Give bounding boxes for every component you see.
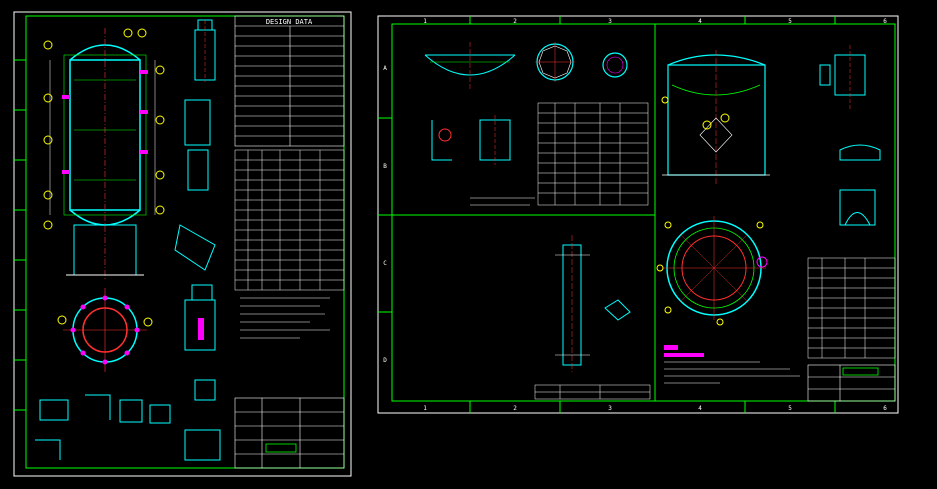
vessel-plan-large bbox=[662, 216, 768, 320]
left-sheet: DESIGN DATA bbox=[13, 11, 352, 477]
zone-col-bottom-6: 6 bbox=[883, 405, 887, 412]
dish-head-section bbox=[424, 42, 516, 90]
nozzle-schedule-table bbox=[234, 149, 345, 291]
zone-col-top-1: 1 bbox=[423, 18, 427, 25]
vessel-plan-view bbox=[57, 288, 153, 372]
weld-detail-marks bbox=[198, 318, 204, 340]
right-title-logo bbox=[842, 367, 879, 376]
left-zone-ticks bbox=[14, 59, 26, 411]
bottom-details bbox=[35, 299, 221, 461]
parts-list-upper bbox=[537, 102, 649, 206]
nozzle-details bbox=[174, 19, 216, 301]
zone-col-top-4: 4 bbox=[698, 18, 702, 25]
zone-labels-top: 1 2 3 4 5 6 bbox=[423, 18, 887, 25]
zone-col-bottom-5: 5 bbox=[788, 405, 792, 412]
zone-labels-rows: A B C D bbox=[383, 65, 387, 364]
parts-list-lower bbox=[807, 257, 896, 359]
design-data-heading-bg bbox=[258, 17, 320, 25]
zone-row-a: A bbox=[383, 65, 387, 72]
zone-col-top-2: 2 bbox=[513, 18, 517, 25]
ring-detail-small bbox=[602, 52, 628, 78]
right-sheet-frame bbox=[391, 23, 896, 402]
zone-col-bottom-4: 4 bbox=[698, 405, 702, 412]
plan-balloons bbox=[656, 221, 764, 326]
design-data-heading: DESIGN DATA bbox=[266, 18, 313, 26]
right-title-block bbox=[807, 364, 896, 402]
nozzle-balloons-left bbox=[43, 28, 165, 230]
design-data-table bbox=[234, 15, 345, 147]
section-balloons bbox=[661, 96, 730, 130]
left-title-highlight bbox=[265, 443, 297, 453]
zone-row-c: C bbox=[383, 260, 387, 267]
left-title-block bbox=[234, 397, 345, 469]
zone-ticks-right bbox=[378, 16, 836, 413]
zone-col-top-3: 3 bbox=[608, 18, 612, 25]
zone-col-bottom-1: 1 bbox=[423, 405, 427, 412]
right-sheet: 1 2 3 4 5 6 1 2 3 4 5 6 A B C D bbox=[377, 15, 899, 414]
left-sheet-border bbox=[13, 11, 352, 477]
zone-col-bottom-2: 2 bbox=[513, 405, 517, 412]
small-bracket-detail bbox=[604, 299, 631, 321]
vessel-elevation bbox=[49, 28, 156, 280]
side-details bbox=[819, 45, 881, 226]
lower-left-title bbox=[534, 384, 651, 400]
vertical-pipe-detail bbox=[555, 235, 590, 372]
zone-col-top-5: 5 bbox=[788, 18, 792, 25]
notes-block bbox=[240, 297, 330, 339]
zone-row-d: D bbox=[383, 357, 387, 364]
notes-lower bbox=[664, 345, 800, 384]
section-details-a bbox=[431, 115, 511, 165]
vessel-cross-section bbox=[662, 50, 770, 185]
zone-col-bottom-3: 3 bbox=[608, 405, 612, 412]
note-lines-upper bbox=[470, 197, 535, 206]
zone-col-top-6: 6 bbox=[883, 18, 887, 25]
zone-labels-bottom: 1 2 3 4 5 6 bbox=[423, 405, 887, 412]
zone-row-b: B bbox=[383, 163, 387, 170]
ring-plan-view bbox=[535, 42, 575, 82]
